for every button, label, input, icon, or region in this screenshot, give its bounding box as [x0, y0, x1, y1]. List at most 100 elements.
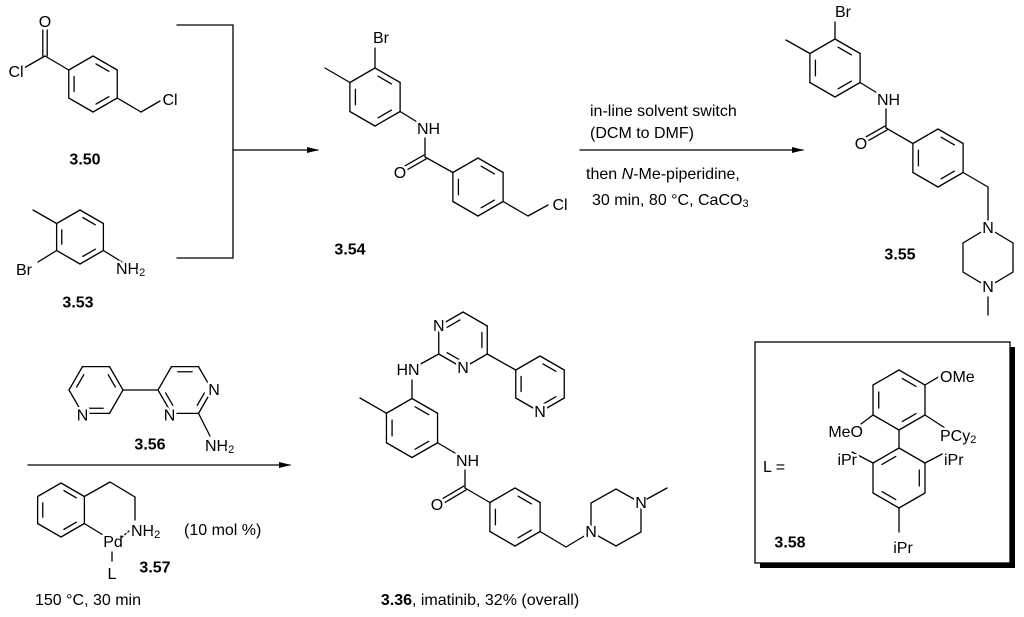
bond [514, 530, 541, 547]
aromatic-inner-bond [480, 165, 496, 175]
nitrogen-label: N [164, 407, 176, 424]
bond [55, 249, 81, 265]
condition-time-temp-base: 30 min, 80 °C, CaCO3​ [592, 192, 749, 211]
bond [539, 397, 565, 413]
compound-number-3-56: 3.56 [134, 437, 165, 454]
pyridine-ring [515, 355, 565, 413]
amine-label: NH2​ [205, 438, 234, 457]
methoxy-label: OMe [940, 369, 975, 386]
benzene-ring [489, 487, 541, 547]
bromine-label: Br [16, 262, 33, 279]
catalyst-loading: (10 mol %) [184, 522, 261, 539]
bond [36, 482, 62, 498]
aromatic-inner-bond [542, 363, 557, 372]
bond [834, 38, 861, 55]
bond [102, 249, 123, 263]
bond [527, 204, 549, 217]
pyrimidine-ring [157, 365, 213, 415]
nitrogen-label: N [982, 220, 994, 237]
compound-number-3-55: 3.55 [884, 247, 915, 264]
methoxy-label: MeO [828, 424, 863, 441]
bond [872, 447, 900, 464]
aromatic-inner-bond [542, 396, 557, 405]
bond [539, 355, 565, 371]
pyridine-ring [68, 365, 124, 415]
aromatic-inner-bond [196, 392, 206, 406]
bond [79, 209, 105, 225]
benzene-ring [385, 397, 439, 459]
bond [68, 365, 84, 391]
bond [55, 209, 81, 225]
condition-solvent-switch: in-line solvent switch [590, 103, 737, 120]
compound-number-3-54: 3.54 [334, 242, 365, 259]
aromatic-inner-bond [446, 352, 461, 361]
bond [37, 249, 58, 263]
ligand-label: L [108, 566, 117, 583]
bond [489, 530, 516, 547]
reaction-arrow-3: 150 °C, 30 min [27, 462, 291, 609]
nitrogen-label: N [208, 382, 220, 399]
bond [462, 311, 488, 327]
bond [962, 171, 989, 188]
nitrogen-label: N [433, 318, 445, 335]
compound-number-3-50: 3.50 [69, 152, 100, 169]
oxygen-label: O [394, 165, 406, 182]
dative-bond [121, 530, 130, 538]
aniline-nh-label: HN [396, 362, 419, 379]
aromatic-inner-bond [517, 529, 533, 539]
bond [411, 397, 439, 414]
bond [462, 353, 488, 369]
nitrogen-label: N [585, 524, 597, 541]
bond [924, 414, 946, 429]
bond [937, 171, 964, 188]
compound-3-53: Br NH2​ 3.53 [14, 209, 148, 312]
condition-reagent: then N-Me-piperidine, [586, 166, 740, 183]
aromatic-inner-bond [95, 96, 110, 105]
methyl-bond [785, 39, 811, 55]
amide-nh-label: NH [456, 453, 479, 470]
bromine-label: Br [373, 30, 390, 47]
reaction-arrow-1 [176, 24, 319, 259]
bond [834, 81, 861, 98]
isopropyl-label: iPr [893, 540, 913, 557]
bond [157, 389, 173, 415]
aromatic-inner-bond [517, 495, 533, 505]
bond [68, 389, 84, 415]
bond [452, 200, 479, 217]
ligand-definition-label: L = [763, 459, 785, 476]
chlorine-label: Cl [8, 64, 23, 81]
aromatic-inner-bond [881, 455, 897, 466]
double-bond [865, 129, 888, 143]
amine-label: NH2​ [116, 261, 145, 280]
aromatic-inner-bond [82, 248, 96, 258]
aromatic-inner-bond [95, 63, 110, 72]
bond [898, 447, 926, 464]
bond [424, 156, 454, 174]
aromatic-inner-bond [837, 80, 853, 90]
bond [436, 442, 461, 457]
aromatic-inner-bond [881, 490, 897, 501]
bond [197, 365, 213, 391]
aromatic-inner-bond [164, 392, 174, 406]
triisopropyl-ring [872, 447, 926, 509]
double-bond [404, 158, 427, 172]
bond [859, 81, 883, 97]
bond [937, 128, 964, 145]
bromine-label: Br [835, 4, 852, 21]
bond [885, 127, 914, 145]
piperazine-ring [590, 488, 642, 547]
bond [68, 97, 94, 113]
bond [23, 55, 46, 69]
aromatic-inner-bond [82, 216, 96, 226]
compound-number-3-53: 3.53 [62, 295, 93, 312]
double-bond [402, 154, 425, 168]
aromatic-inner-bond [480, 199, 496, 209]
bond [565, 531, 592, 548]
bond [79, 249, 105, 265]
condition-solvents: (DCM to DMF) [590, 125, 694, 142]
bond [515, 397, 541, 413]
